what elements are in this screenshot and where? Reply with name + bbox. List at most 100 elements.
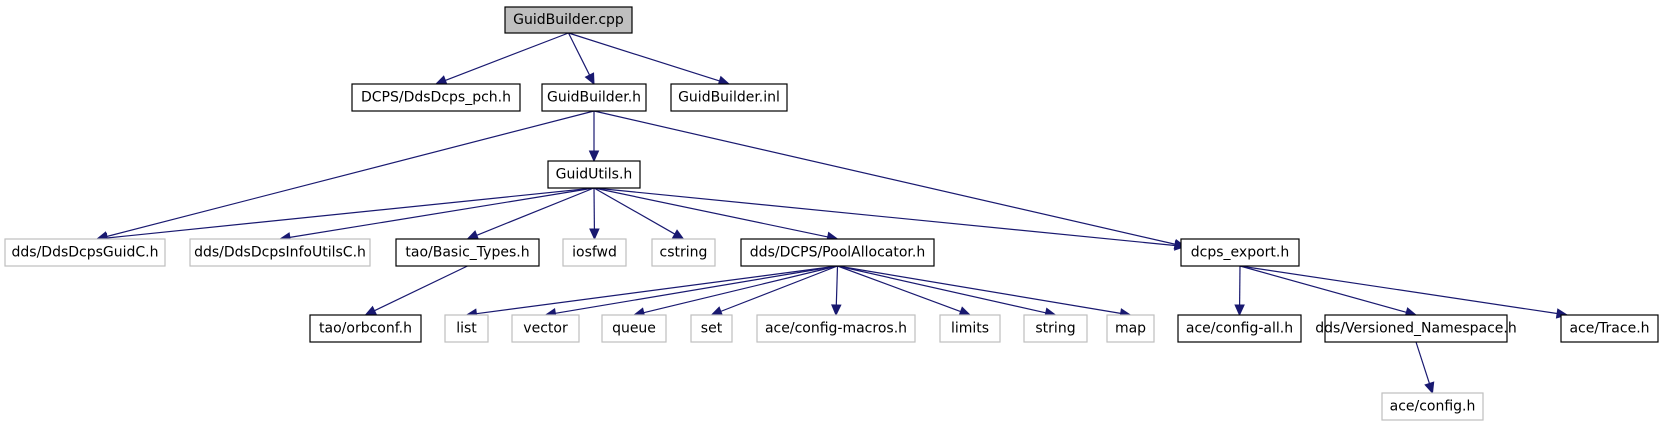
node-cstring: cstring xyxy=(651,238,716,267)
node-label: ace/config-all.h xyxy=(1186,321,1293,337)
arrowhead-gbh-to-gu xyxy=(588,150,600,163)
edge-pool-to-cfgmac xyxy=(835,265,839,306)
arrowhead-gu-to-dexp xyxy=(1174,240,1187,251)
edge-gu-to-infoc xyxy=(289,187,595,238)
node-box xyxy=(444,314,489,343)
node-inl[interactable]: GuidBuilder.inl xyxy=(670,83,788,112)
edge-pool-to-string xyxy=(837,265,1046,314)
node-box xyxy=(189,238,371,267)
node-box xyxy=(1023,314,1088,343)
arrowhead-gu-to-cstring xyxy=(671,229,685,240)
edge-root-to-gbh xyxy=(567,32,591,76)
node-gbh[interactable]: GuidBuilder.h xyxy=(541,83,647,112)
node-label: GuidBuilder.cpp xyxy=(513,12,624,28)
node-box xyxy=(1381,392,1484,421)
node-label: set xyxy=(701,321,723,337)
node-label: GuidUtils.h xyxy=(556,167,633,183)
node-infoc: dds/DdsDcpsInfoUtilsC.h xyxy=(189,238,371,267)
arrowhead-gu-to-iosfwd xyxy=(589,228,600,241)
node-limits: limits xyxy=(939,314,1001,343)
node-box xyxy=(651,238,716,267)
arrowhead-dexp-to-cfgall xyxy=(1234,304,1245,317)
edge-gu-to-guidc xyxy=(106,187,595,239)
node-label: dds/DdsDcpsGuidC.h xyxy=(12,245,159,261)
node-label: tao/orbconf.h xyxy=(319,321,412,337)
edges-layer xyxy=(95,32,1569,395)
arrowhead-root-to-pch xyxy=(434,75,448,86)
arrowhead-pool-to-set xyxy=(710,306,724,317)
edge-basic-to-orbconf xyxy=(374,265,468,312)
arrowhead-gu-to-basic xyxy=(466,230,480,240)
arrowhead-root-to-gbh xyxy=(584,72,595,86)
node-box xyxy=(740,238,935,267)
node-box xyxy=(511,314,580,343)
node-label: GuidBuilder.inl xyxy=(678,90,780,106)
edge-vns-to-cfg xyxy=(1415,341,1430,384)
node-box xyxy=(1180,238,1300,267)
edge-gu-to-pool xyxy=(593,187,828,238)
node-guidc: dds/DdsDcpsGuidC.h xyxy=(4,238,166,267)
node-label: dds/Versioned_Namespace.h xyxy=(1315,321,1516,337)
edge-dexp-to-vns xyxy=(1239,265,1407,313)
node-label: DCPS/DdsDcps_pch.h xyxy=(361,90,511,106)
node-box xyxy=(756,314,916,343)
edge-gu-to-dexp xyxy=(593,187,1176,247)
edge-pool-to-list xyxy=(476,265,838,315)
edge-gu-to-basic xyxy=(476,187,595,236)
node-basic[interactable]: tao/Basic_Types.h xyxy=(395,238,540,267)
edge-gbh-to-dexp xyxy=(593,110,1176,245)
node-set: set xyxy=(690,314,733,343)
node-label: string xyxy=(1035,321,1075,337)
node-trace[interactable]: ace/Trace.h xyxy=(1560,314,1659,343)
node-box xyxy=(1177,314,1302,343)
node-label: list xyxy=(456,321,477,337)
node-label: vector xyxy=(523,321,568,337)
edge-root-to-inl xyxy=(568,32,720,82)
node-queue: queue xyxy=(601,314,667,343)
node-box xyxy=(4,238,166,267)
arrowhead-basic-to-orbconf xyxy=(364,305,378,316)
node-box xyxy=(670,83,788,112)
node-label: limits xyxy=(951,321,989,337)
node-dexp[interactable]: dcps_export.h xyxy=(1180,238,1300,267)
node-label: tao/Basic_Types.h xyxy=(405,245,529,261)
edge-dexp-to-trace xyxy=(1239,265,1558,315)
node-cfgmac: ace/config-macros.h xyxy=(756,314,916,343)
node-label: cstring xyxy=(660,245,708,261)
node-label: ace/Trace.h xyxy=(1569,321,1649,337)
node-label: map xyxy=(1115,321,1146,337)
node-cfgall[interactable]: ace/config-all.h xyxy=(1177,314,1302,343)
node-label: ace/config.h xyxy=(1390,399,1476,415)
node-box xyxy=(1560,314,1659,343)
node-box xyxy=(351,83,521,112)
node-label: dcps_export.h xyxy=(1191,245,1289,261)
edge-pool-to-vector xyxy=(555,265,838,314)
node-vns[interactable]: dds/Versioned_Namespace.h xyxy=(1315,314,1517,343)
edge-gbh-to-guidc xyxy=(106,110,595,238)
node-box xyxy=(547,160,641,189)
node-box xyxy=(1106,314,1155,343)
edge-pool-to-limits xyxy=(837,265,961,313)
node-label: dds/DCPS/PoolAllocator.h xyxy=(750,245,925,261)
node-label: iosfwd xyxy=(572,245,617,261)
node-list: list xyxy=(444,314,489,343)
node-box xyxy=(601,314,667,343)
node-box xyxy=(939,314,1001,343)
node-orbconf[interactable]: tao/orbconf.h xyxy=(309,314,422,343)
node-string: string xyxy=(1023,314,1088,343)
arrowhead-vns-to-cfg xyxy=(1424,381,1435,395)
arrowhead-pool-to-cfgmac xyxy=(831,304,842,317)
node-root[interactable]: GuidBuilder.cpp xyxy=(504,6,633,34)
node-box xyxy=(541,83,647,112)
node-label: ace/config-macros.h xyxy=(765,321,907,337)
node-pch[interactable]: DCPS/DdsDcps_pch.h xyxy=(351,83,521,112)
node-map: map xyxy=(1106,314,1155,343)
node-label: dds/DdsDcpsInfoUtilsC.h xyxy=(194,245,366,261)
edge-pool-to-set xyxy=(720,265,838,312)
node-box xyxy=(504,6,633,34)
node-pool[interactable]: dds/DCPS/PoolAllocator.h xyxy=(740,238,935,267)
node-box xyxy=(690,314,733,343)
node-gu[interactable]: GuidUtils.h xyxy=(547,160,641,189)
node-iosfwd: iosfwd xyxy=(562,238,627,267)
